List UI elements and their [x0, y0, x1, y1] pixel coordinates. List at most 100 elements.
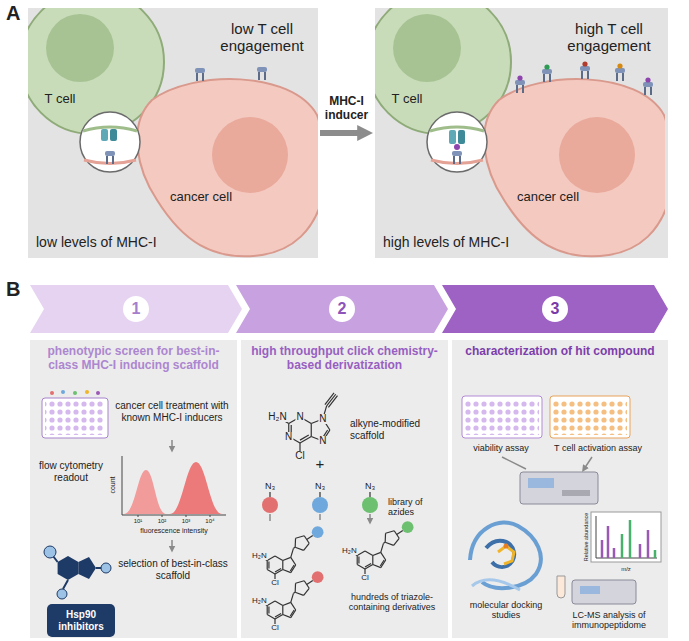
- text-holder: characterization of hit compound: [458, 345, 662, 359]
- node-heading: Hsp90 inhibitors: [54, 609, 108, 632]
- axis-label: +: [316, 455, 325, 472]
- panel-letter: B: [6, 278, 20, 301]
- step-chevron: 1: [30, 285, 242, 333]
- axis-label: 10³: [182, 518, 191, 525]
- plate-reader: [520, 472, 598, 504]
- text-holder: cancer cell: [515, 190, 581, 205]
- node-heading: T cell: [38, 92, 82, 107]
- label-holder: H₂N: [251, 552, 268, 560]
- node-text: library of azides: [388, 497, 444, 518]
- magnified-synapse: [80, 112, 140, 172]
- label-holder: m/z: [621, 566, 631, 573]
- molecule-bond: [357, 556, 358, 565]
- axis-label: N₃: [365, 481, 375, 491]
- magnified-synapse: [427, 112, 487, 172]
- mhc-receptor: [517, 75, 522, 80]
- mass-spectrum: [591, 512, 661, 562]
- magnified-synapse: [454, 144, 460, 150]
- axis-label: N₃: [315, 481, 325, 491]
- text-holder: cancer cell treatment with known MHC-I i…: [114, 400, 230, 423]
- node-text: alkyne-modified scaffold: [350, 418, 442, 441]
- mass-spectrum: [602, 526, 648, 558]
- cancer-cell: cancer cell: [112, 70, 318, 258]
- t-cell-outline: [393, 14, 461, 82]
- label-holder: MHC-I inducer: [317, 95, 377, 123]
- node-text: hundreds of triazole-containing derivati…: [340, 592, 444, 613]
- atom-label: Cl: [270, 579, 280, 587]
- atom-label: Cl: [360, 574, 370, 582]
- step-chevron-outline: [236, 285, 448, 333]
- atom-label: N: [295, 412, 304, 422]
- axis-label: 10⁴: [205, 518, 214, 525]
- node-text: molecular docking studies: [458, 600, 554, 621]
- magnified-synapse: [431, 160, 483, 164]
- molecule-bond: [311, 424, 312, 437]
- text-holder: library of azides: [388, 497, 444, 518]
- panel-letter: A: [6, 2, 20, 25]
- label-holder: A: [6, 2, 20, 25]
- text-holder: low T cell engagement: [212, 20, 312, 55]
- flow-arrow: [171, 440, 173, 449]
- magnified-synapse: [458, 130, 465, 144]
- step-chevron-outline: [30, 285, 242, 333]
- label-holder: H₂N: [251, 597, 268, 605]
- step-chevron: 2: [236, 285, 448, 333]
- well-plate: [42, 398, 108, 438]
- label-holder: fluorescence intensity: [140, 527, 207, 535]
- label-holder: 10²: [158, 518, 167, 525]
- substituent-ball: [312, 526, 324, 538]
- label-holder: Cl: [294, 451, 305, 461]
- molecule-bond: [267, 606, 268, 615]
- lc-ms-instrument: [572, 580, 636, 604]
- step-panel-outline: [452, 340, 668, 638]
- text-holder: viability assay: [458, 443, 544, 453]
- text-holder: high levels of MHC-I: [383, 234, 533, 250]
- lc-ms-instrument: [580, 586, 600, 594]
- text-holder: LC-MS analysis of immunopeptidome: [553, 610, 665, 631]
- text-holder: T cell: [38, 92, 82, 107]
- text-holder: cancer cell: [168, 190, 234, 205]
- node-text: low levels of MHC-I: [36, 234, 186, 250]
- node-heading: 3: [543, 300, 567, 318]
- node-heading: 1: [124, 300, 148, 318]
- magnified-synapse: [430, 127, 484, 131]
- label-holder: N₃: [365, 481, 375, 491]
- cancer-cell-outline: [459, 70, 665, 258]
- atom-label: H₂N: [251, 552, 268, 560]
- mass-spectrum: [596, 516, 657, 558]
- well-plate: [550, 396, 630, 438]
- cancer-cell-outline: [137, 79, 318, 256]
- text-holder: selection of best-in-class scaffold: [114, 558, 232, 581]
- atom-label: H₂N: [267, 412, 287, 422]
- label-holder: +: [316, 455, 325, 472]
- text-holder: molecular docking studies: [458, 600, 554, 621]
- step-panel-outline: [30, 340, 237, 638]
- atom-label: Cl: [294, 451, 305, 461]
- compound-dots: [96, 391, 100, 395]
- molecule-bond: [268, 561, 269, 568]
- node-heading: high throughput click chemistry-based de…: [247, 345, 442, 373]
- text-holder: hundreds of triazole-containing derivati…: [340, 592, 444, 613]
- scene-panel: T cell cancer cell low T cell engagement lo…: [28, 8, 318, 258]
- label-holder: B: [6, 278, 20, 301]
- atom-label: N: [318, 414, 327, 424]
- label-holder: N: [318, 414, 327, 424]
- atom-label: Cl: [270, 624, 280, 632]
- compound-dots: [50, 391, 54, 395]
- node-text: cancer cell treatment with known MHC-I i…: [114, 400, 230, 423]
- purine-icon: [44, 546, 56, 558]
- text-holder: T cell: [385, 92, 429, 107]
- cancer-cell-outline: [212, 117, 288, 193]
- node-heading: T cell: [385, 92, 429, 107]
- well-plate: [42, 398, 108, 438]
- well-plate: [553, 399, 627, 435]
- mass-spectrum: [622, 520, 655, 558]
- node-text: selection of best-in-class scaffold: [114, 558, 232, 581]
- label-holder: H₂N: [267, 412, 287, 422]
- step-number-disc: [542, 296, 568, 322]
- step-panel-outline: [241, 340, 448, 638]
- magnified-synapse: [449, 130, 456, 144]
- text-holder: T cell activation assay: [546, 443, 650, 453]
- mhc-receptor: [544, 64, 549, 69]
- node-text: high levels of MHC-I: [383, 234, 533, 250]
